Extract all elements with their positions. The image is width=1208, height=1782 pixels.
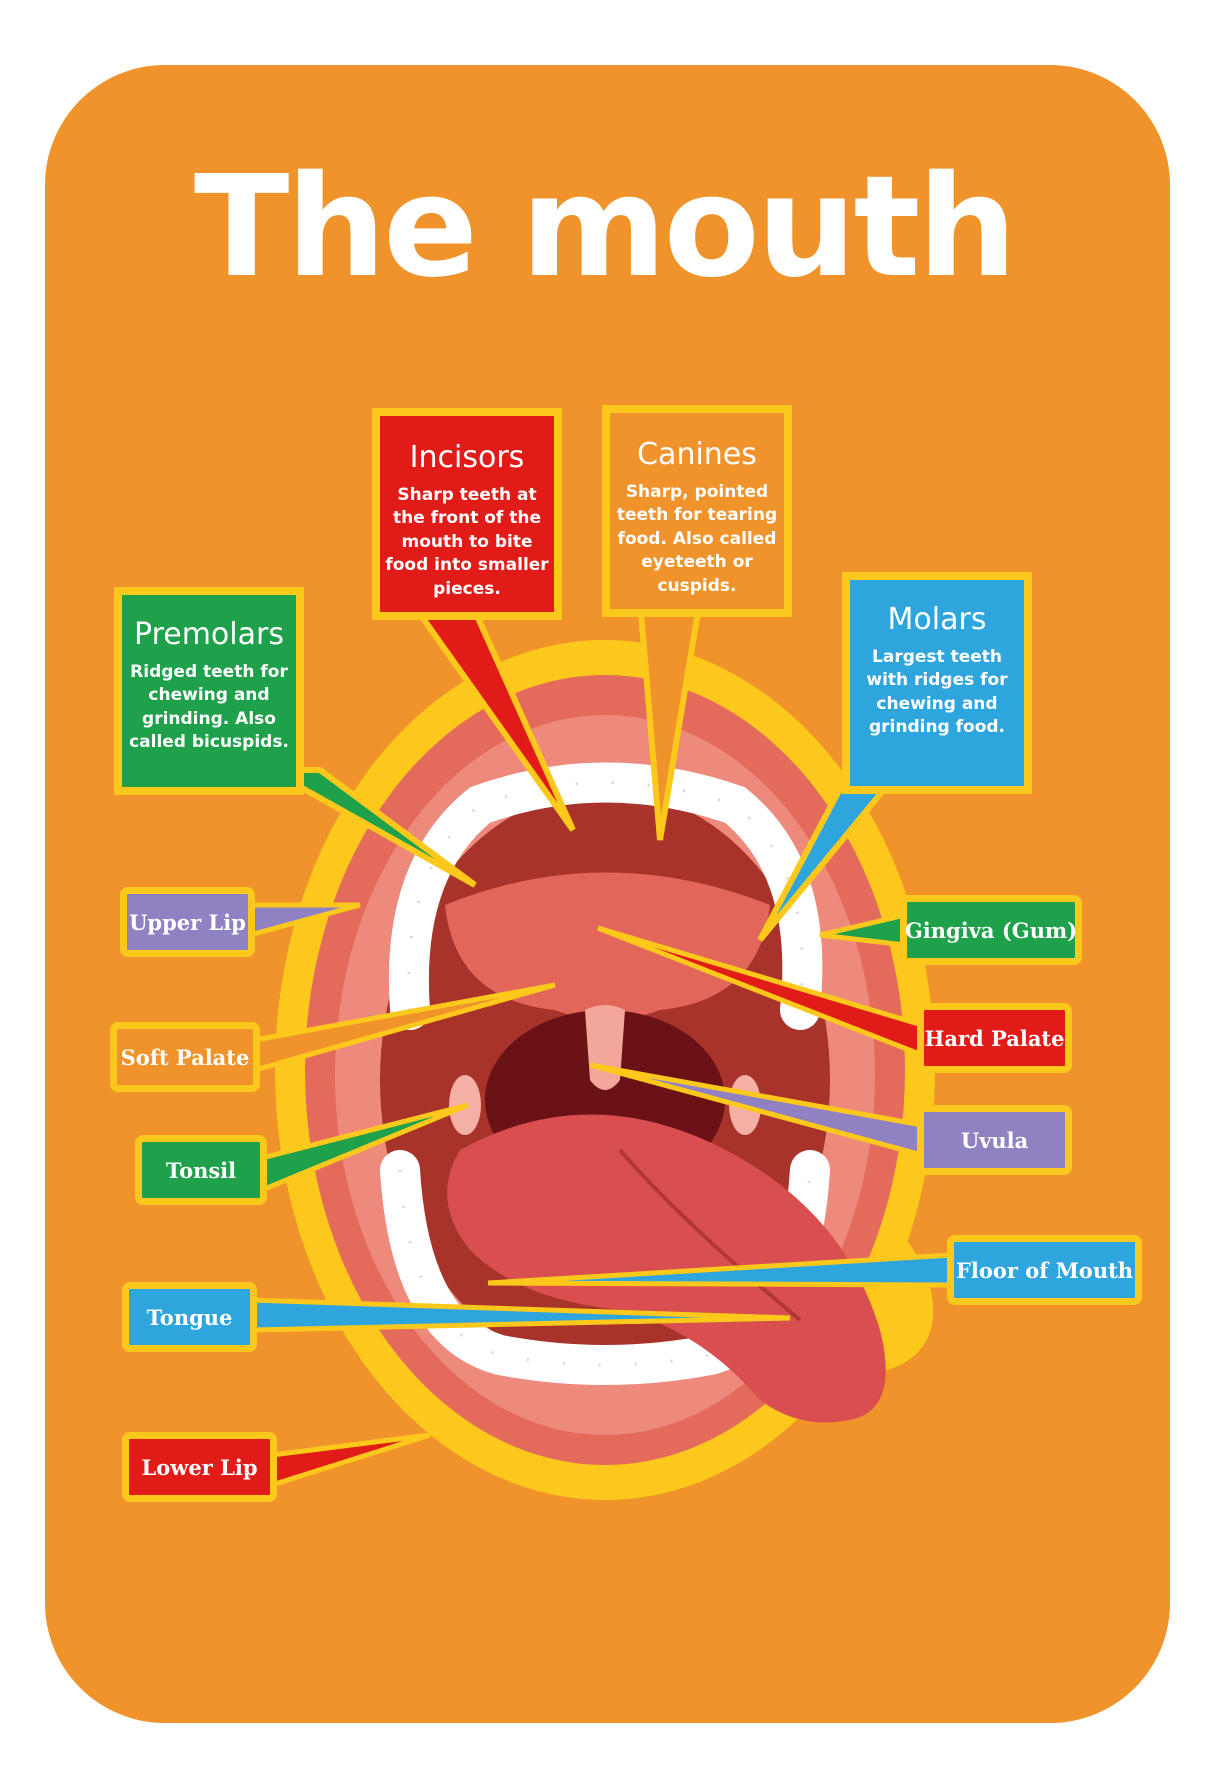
premolars-heading: Premolars: [134, 617, 284, 652]
lower-lip-pointer: [269, 1432, 431, 1489]
molars-heading: Molars: [887, 602, 987, 637]
soft-palate-label: Soft Palate: [110, 1022, 260, 1092]
upper-lip-label: Upper Lip: [120, 887, 255, 957]
gingiva-label: Gingiva (Gum): [900, 895, 1082, 965]
incisors-heading: Incisors: [409, 440, 525, 475]
tonsil-label: Tonsil: [135, 1135, 267, 1205]
canines-heading: Canines: [637, 437, 757, 472]
premolars-box: Premolars Ridged teeth for chewing and g…: [114, 587, 304, 795]
floor-of-mouth-label: Floor of Mouth: [947, 1235, 1142, 1305]
incisors-description: Sharp teeth at the front of the mouth to…: [385, 485, 549, 599]
uvula-label: Uvula: [917, 1105, 1072, 1175]
tongue-label: Tongue: [122, 1282, 257, 1352]
molars-box: Molars Largest teeth with ridges for che…: [842, 572, 1032, 794]
hard-palate-label: Hard Palate: [917, 1003, 1072, 1073]
hard-palate-area: [445, 872, 770, 1020]
uvula-shape: [585, 1005, 625, 1090]
page-title: The mouth: [193, 146, 1017, 309]
lower-lip-label: Lower Lip: [122, 1432, 277, 1502]
incisors-box: Incisors Sharp teeth at the front of the…: [372, 408, 562, 620]
tongue-groove: [618, 1148, 802, 1322]
premolars-description: Ridged teeth for chewing and grinding. A…: [129, 662, 289, 753]
tongue-shape: [447, 1114, 886, 1423]
canines-box: Canines Sharp, pointed teeth for tearing…: [602, 405, 792, 617]
canines-description: Sharp, pointed teeth for tearing food. A…: [616, 482, 778, 596]
molars-description: Largest teeth with ridges for chewing an…: [866, 647, 1008, 738]
